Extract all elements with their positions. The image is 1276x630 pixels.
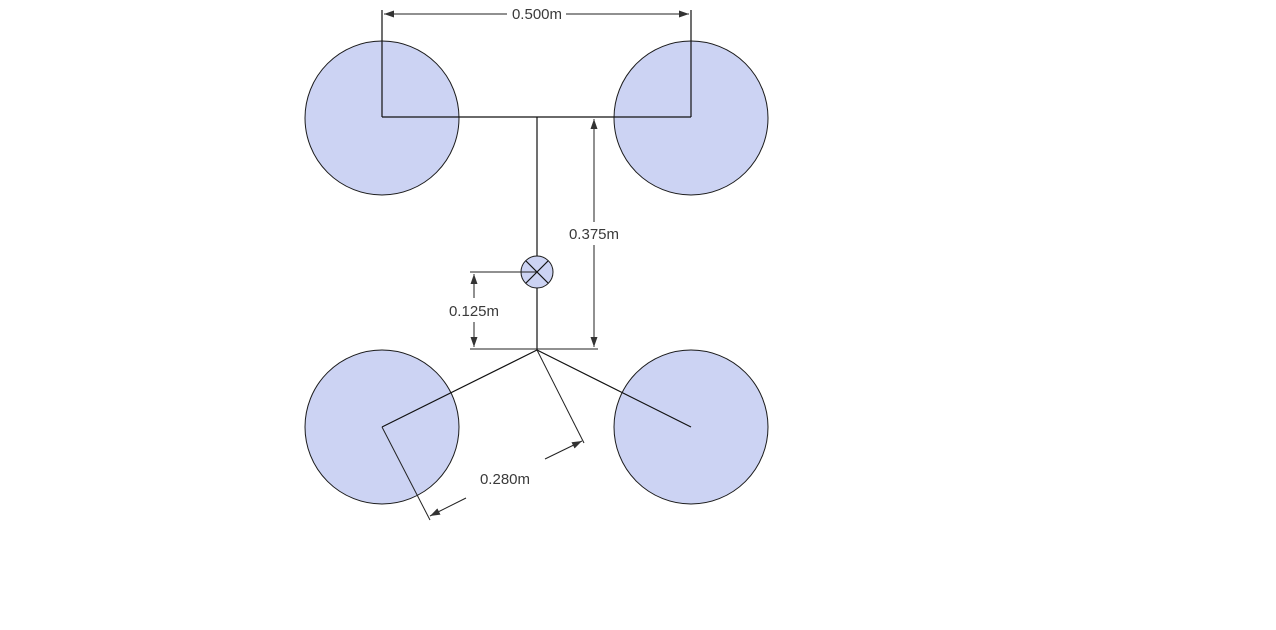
dimension-label-vertical-length: 0.375m bbox=[569, 226, 619, 243]
bottom-left-strut bbox=[381, 349, 538, 428]
dimension-marker-offset: 0.125m bbox=[449, 271, 537, 350]
dimension-top-spacing: 0.500m bbox=[384, 6, 689, 23]
dimension-label-diagonal-length: 0.280m bbox=[480, 471, 530, 488]
bottom-right-strut bbox=[536, 349, 692, 428]
dimension-label-top-spacing: 0.500m bbox=[512, 6, 562, 23]
dimension-vertical-length: 0.375m bbox=[537, 119, 619, 350]
dimension-label-marker-offset: 0.125m bbox=[449, 303, 499, 320]
dimension-diagonal-length: 0.280m bbox=[381, 349, 585, 521]
